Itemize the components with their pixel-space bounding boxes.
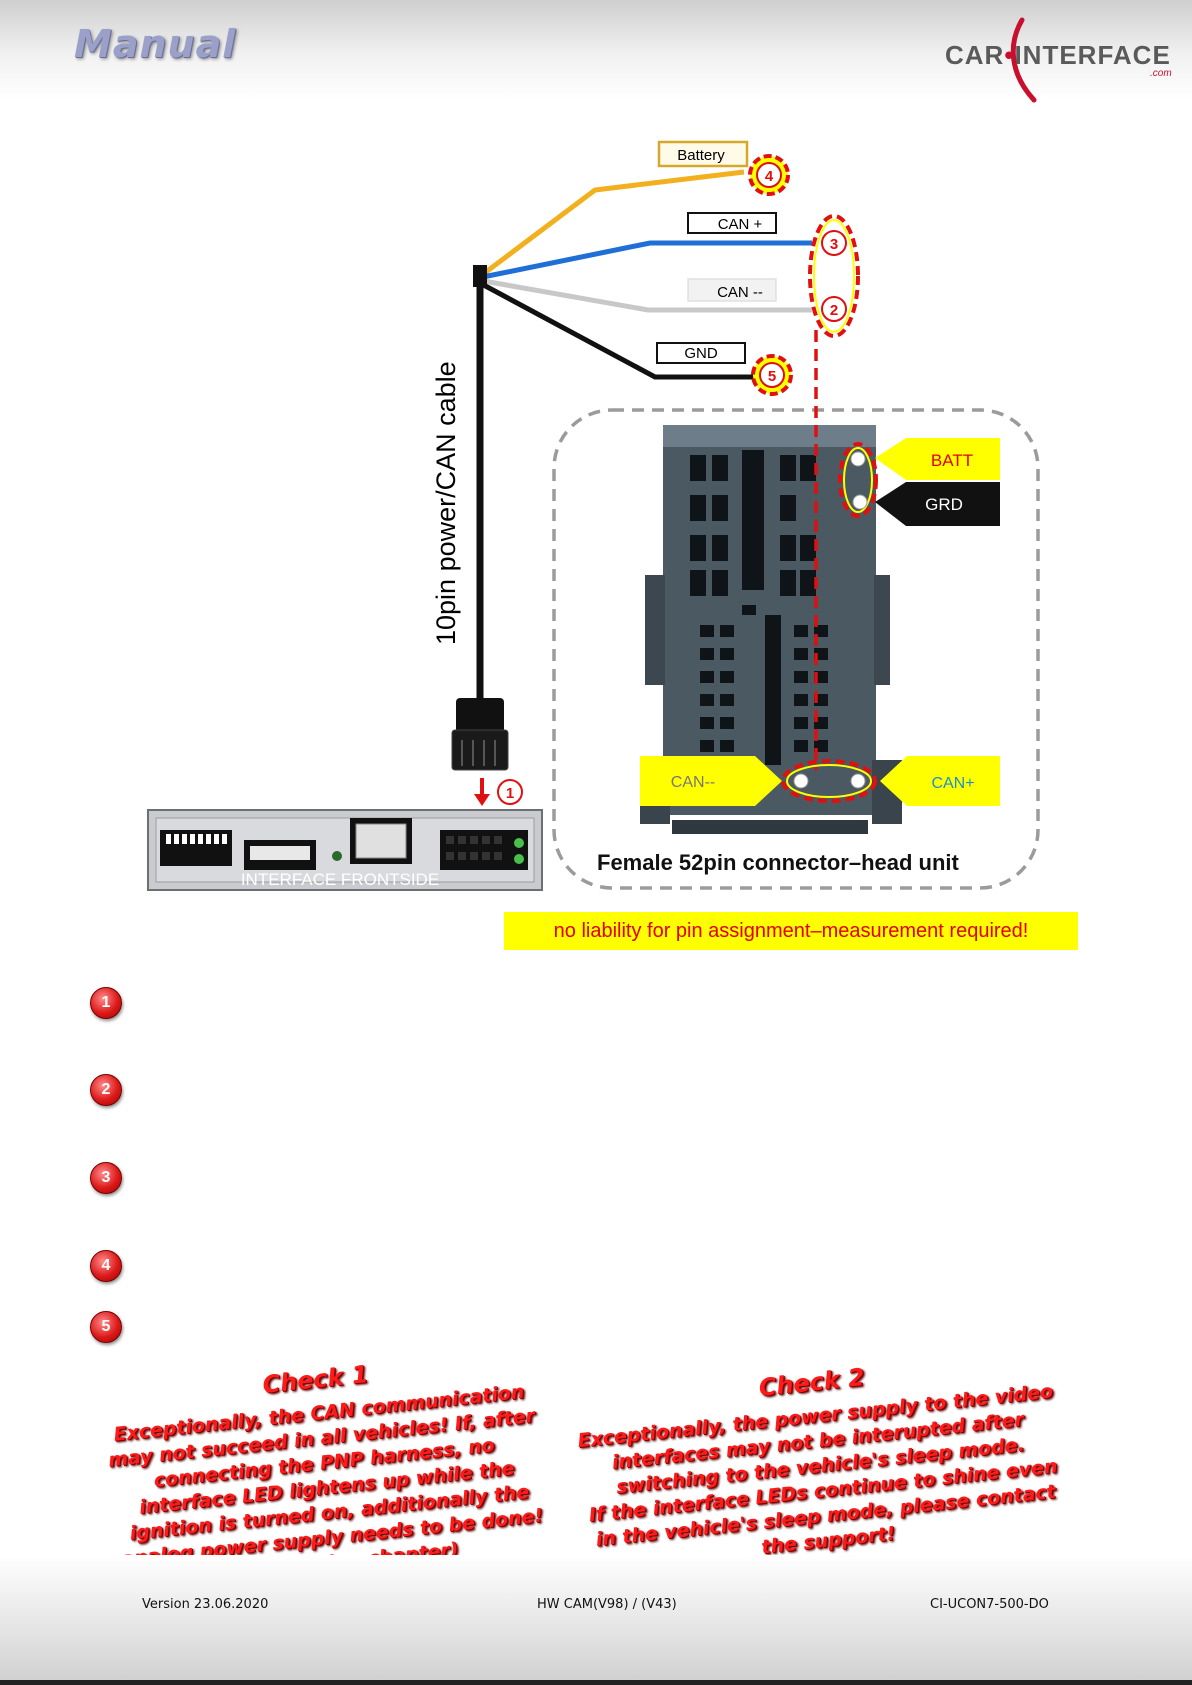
interface-caption: INTERFACE FRONTSIDE [241,870,439,889]
brand-dot-icon: • [1004,40,1015,70]
footer-background [0,1555,1192,1685]
cable-splice [473,265,487,287]
connector-caption: Female 52pin connector–head unit [597,850,960,875]
marker-5-label: 5 [768,368,776,385]
can-plus-callout [880,756,1000,806]
can-minus-label-box [687,278,777,302]
connector-region-outline [552,408,1040,890]
battery-label-box [657,140,749,168]
footer-version: Version 23.06.2020 [142,1597,269,1612]
marker-1-label: 1 [506,785,514,802]
brand-logo-part2: INTERFACE [1014,40,1171,70]
step-badge-5: 5 [90,1311,122,1343]
wiring-diagram: Battery CAN + CAN -- GND 10pin power/CAN… [147,140,1040,891]
step-badge-2: 2 [90,1074,122,1106]
check-2: Check 2 Exceptionally, the power supply … [527,1339,1113,1584]
can-plus-wire [477,240,812,281]
can-plus-pin [850,773,866,789]
can-minus-pin-label: CAN-- [671,774,715,791]
liability-warning: no liability for pin assignment–measurem… [504,912,1078,950]
brand-logo: CAR•INTERFACE [945,40,1171,71]
gnd-wire [476,279,756,380]
footer-doc-id: CI-UCON7-500-DO [930,1597,1049,1612]
footer-hardware: HW CAM(V98) / (V43) [537,1597,677,1612]
battery-wire [476,169,745,280]
gnd-wire-label: GND [684,345,718,362]
can-plus-label-box [687,212,777,234]
can-minus-callout [640,756,782,806]
can-pins-highlight [781,759,877,803]
battery-label: Battery [677,147,725,164]
cable-plug [456,698,504,734]
marker-4: 4 [748,154,790,196]
can-wire-markers-highlight-inner [813,219,855,333]
grd-label: GRD [925,495,963,514]
can-minus-wire [477,277,812,313]
marker-5: 5 [751,354,793,396]
batt-grd-pin-highlight [838,442,878,518]
batt-grd-pin-highlight-inner [843,447,873,513]
marker-3-label: 3 [830,236,838,253]
cable-label: 10pin power/CAN cable [431,361,461,645]
gnd-label-box [656,342,746,364]
cable-plug-pins [451,729,509,771]
interface-frontside: INTERFACE FRONTSIDE [147,809,543,891]
marker-3: 3 [821,230,847,256]
marker-1: 1 [497,779,523,805]
batt-label: BATT [931,451,973,470]
can-plus-wire-label: CAN + [718,216,763,233]
step-badge-4: 4 [90,1250,122,1282]
connector-cells-top [690,450,816,596]
grd-pin [852,494,868,510]
can-plus-pin-label: CAN+ [931,775,974,792]
batt-callout [875,438,1000,480]
can-minus-wire-label: CAN -- [717,284,763,301]
marker-2-label: 2 [830,302,838,319]
brand-swoosh-icon [1010,17,1037,103]
batt-pin [850,451,866,467]
marker-4-label: 4 [765,168,774,185]
footer-bar [0,1680,1192,1685]
can-minus-pin [793,773,809,789]
brand-logo-com: .com [1150,68,1172,79]
can-pins-highlight-inner [786,764,872,798]
header-background [0,0,1192,100]
connector-cells-bottom [700,605,828,765]
status-led [332,851,342,861]
marker-2: 2 [821,296,847,322]
brand-logo-part1: CAR [945,40,1005,70]
grd-callout [875,482,1000,526]
step-badge-3: 3 [90,1162,122,1194]
step-badge-1: 1 [90,987,122,1019]
manual-logo: Manual [74,22,237,66]
can-wire-markers-highlight [808,214,860,338]
plug-arrow-head [474,794,490,806]
dip-switch [160,830,232,866]
